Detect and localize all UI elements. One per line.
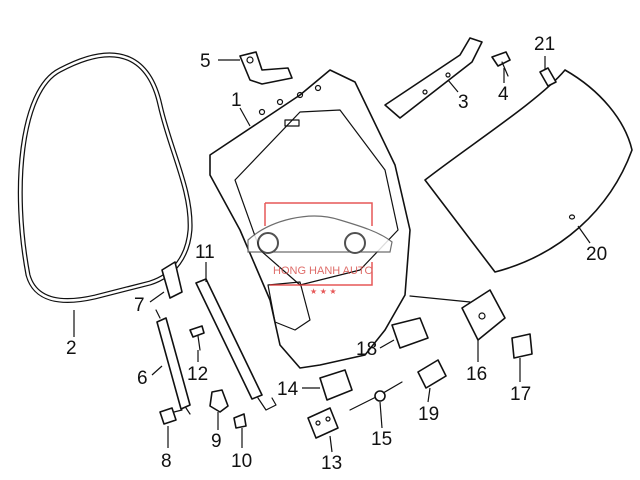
part-4-bolt (491, 51, 511, 77)
part-20-glass (424, 69, 633, 273)
callout-5: 5 (200, 51, 211, 72)
part-16-latch (409, 289, 506, 341)
callout-7: 7 (134, 295, 145, 316)
part-12-pin (189, 325, 205, 351)
part-17-striker (511, 333, 533, 359)
callout-19: 19 (418, 404, 439, 425)
callout-17: 17 (510, 384, 531, 405)
part-2-weatherstrip (17, 52, 193, 303)
part-10-fastener (233, 413, 247, 429)
callout-11: 11 (195, 242, 215, 263)
callout-15: 15 (371, 429, 392, 450)
svg-text:★ ★ ★: ★ ★ ★ (310, 287, 337, 296)
callout-14: 14 (277, 379, 299, 400)
callout-9: 9 (211, 431, 222, 452)
part-6-strut (155, 309, 191, 415)
leader-lines (73, 56, 591, 453)
part-14-actuator (319, 369, 353, 401)
callout-20: 20 (586, 244, 607, 265)
part-13-latch-bracket (307, 407, 339, 439)
callout-12: 12 (187, 364, 208, 385)
part-11-rod (195, 278, 277, 411)
part-8-ball-stud (159, 407, 183, 425)
watermark-brand-text: HONG HANH AUTO (273, 265, 373, 277)
part-21-clip (539, 67, 557, 87)
callout-4: 4 (498, 84, 509, 105)
callout-10: 10 (231, 451, 252, 472)
part-18-switch (391, 317, 429, 349)
callout-6: 6 (137, 368, 148, 389)
callout-3: 3 (458, 92, 469, 113)
callout-16: 16 (466, 364, 487, 385)
part-9-bump-stop (209, 389, 229, 413)
callout-13: 13 (321, 453, 342, 474)
callout-1: 1 (231, 90, 242, 111)
part-7-bracket (161, 261, 183, 299)
part-19-handle (417, 359, 447, 389)
part-5-hinge (239, 51, 293, 85)
callout-labels: 1 2 3 4 5 6 7 8 9 10 11 12 13 14 15 16 1… (66, 34, 607, 474)
callout-2: 2 (66, 338, 77, 359)
callout-21: 21 (534, 34, 555, 55)
callout-8: 8 (161, 451, 172, 472)
part-3-bracket (384, 37, 483, 119)
watermark-logo: HONG HANH AUTO ★ ★ ★ (247, 202, 393, 296)
callout-18: 18 (356, 339, 377, 360)
part-15-cable (349, 381, 403, 411)
